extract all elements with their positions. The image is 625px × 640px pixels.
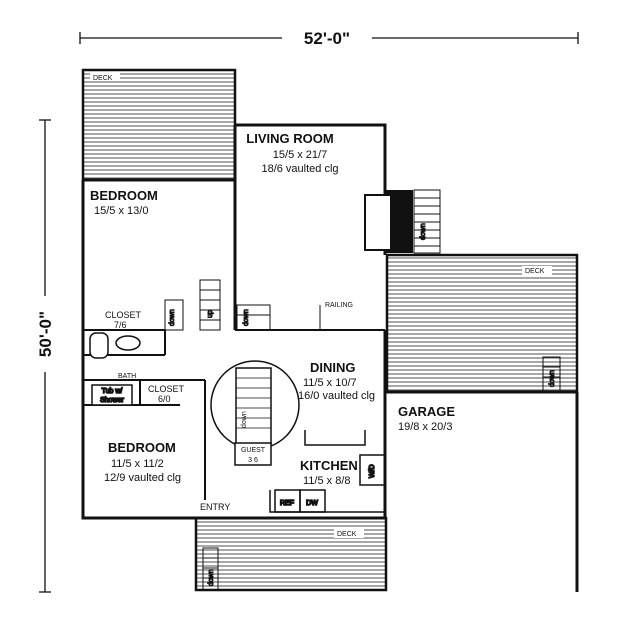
kitchen-counters: REF DW W/D (269, 430, 386, 513)
stair-down-label: down (420, 223, 427, 240)
closet2-size: 6/0 (158, 394, 171, 404)
overall-depth-label: 50'-0" (36, 311, 55, 357)
stair-up-label: up (207, 310, 214, 318)
closet1-label: CLOSET (105, 310, 142, 320)
closet1-size: 7/6 (114, 320, 127, 330)
bedroom2-name: BEDROOM (108, 440, 176, 455)
overall-depth-dimension: 50'-0" (36, 119, 55, 593)
stairs-garage: down (542, 356, 561, 393)
stairs-entry: down (202, 547, 219, 591)
closet2-label: CLOSET (148, 384, 185, 394)
stair-down-label: down (241, 411, 248, 428)
deck-right-label: DECK (525, 268, 545, 275)
railing-label: RAILING (325, 302, 353, 309)
deck-top: DECK (81, 68, 237, 182)
bedroom2-size: 11/5 x 11/2 (111, 458, 164, 470)
ref-label: REF (280, 500, 294, 507)
stair-down-label: down (208, 569, 215, 586)
bath-fixtures: Tub w/ Shower (89, 332, 141, 406)
stairs-central: down up down (164, 279, 271, 331)
entry-label: ENTRY (200, 502, 230, 512)
living-room-name: LIVING ROOM (246, 131, 333, 146)
deck-top-label: DECK (93, 75, 113, 82)
kitchen-name: KITCHEN (300, 458, 358, 473)
living-room-size: 15/5 x 21/7 (273, 149, 327, 161)
stair-down-label: down (169, 309, 176, 326)
dw-label: DW (306, 500, 318, 507)
stairs-living: down (413, 189, 441, 254)
deck-bottom: DECK (194, 516, 388, 592)
living-room-note: 18/6 vaulted clg (261, 163, 338, 175)
guest-label: GUEST (241, 447, 266, 454)
deck-bottom-label: DECK (337, 531, 357, 538)
guest-closet: GUEST 3 6 (234, 442, 272, 466)
bedroom1-name: BEDROOM (90, 188, 158, 203)
bedroom1-size: 15/5 x 13/0 (94, 205, 148, 217)
bath-label: BATH (118, 373, 136, 380)
tub-label-line1: Tub w/ (102, 388, 123, 395)
stair-down-label: down (243, 309, 250, 326)
garage-name: GARAGE (398, 404, 455, 419)
garage-size: 19/8 x 20/3 (398, 421, 452, 433)
guest-size-label: 3 6 (248, 457, 258, 464)
stair-down-label: down (549, 370, 556, 387)
overall-width-dimension: 52'-0" (79, 29, 579, 48)
overall-width-label: 52'-0" (304, 29, 350, 48)
dining-name: DINING (310, 360, 356, 375)
kitchen-size: 11/5 x 8/8 (303, 475, 351, 487)
fireplace (364, 190, 413, 253)
dining-note: 16/0 vaulted clg (298, 390, 375, 402)
railing-callout: RAILING (319, 302, 353, 330)
dining-stair-circle: down (210, 360, 300, 450)
bedroom2-note: 12/9 vaulted clg (104, 472, 181, 484)
dining-size: 11/5 x 10/7 (303, 377, 357, 389)
wd-label: W/D (369, 464, 376, 478)
tub-label-line2: Shower (100, 397, 124, 404)
